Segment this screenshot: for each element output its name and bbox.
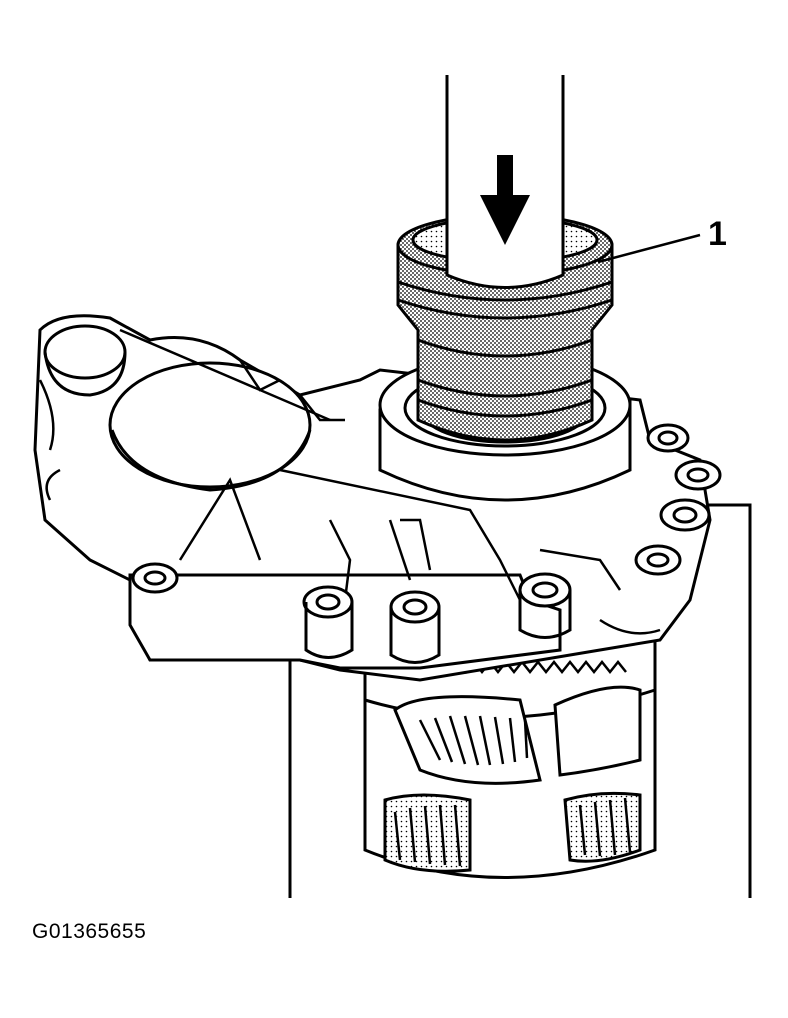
frame-lines [288, 503, 752, 898]
callout-leader [597, 233, 701, 264]
gearbox-casing [33, 314, 712, 682]
figure-code: G01365655 [32, 920, 147, 943]
callout-number-1: 1 [708, 215, 727, 253]
down-arrow-icon [480, 155, 530, 245]
differential-housing [363, 638, 657, 879]
bolt-bosses [131, 423, 722, 664]
